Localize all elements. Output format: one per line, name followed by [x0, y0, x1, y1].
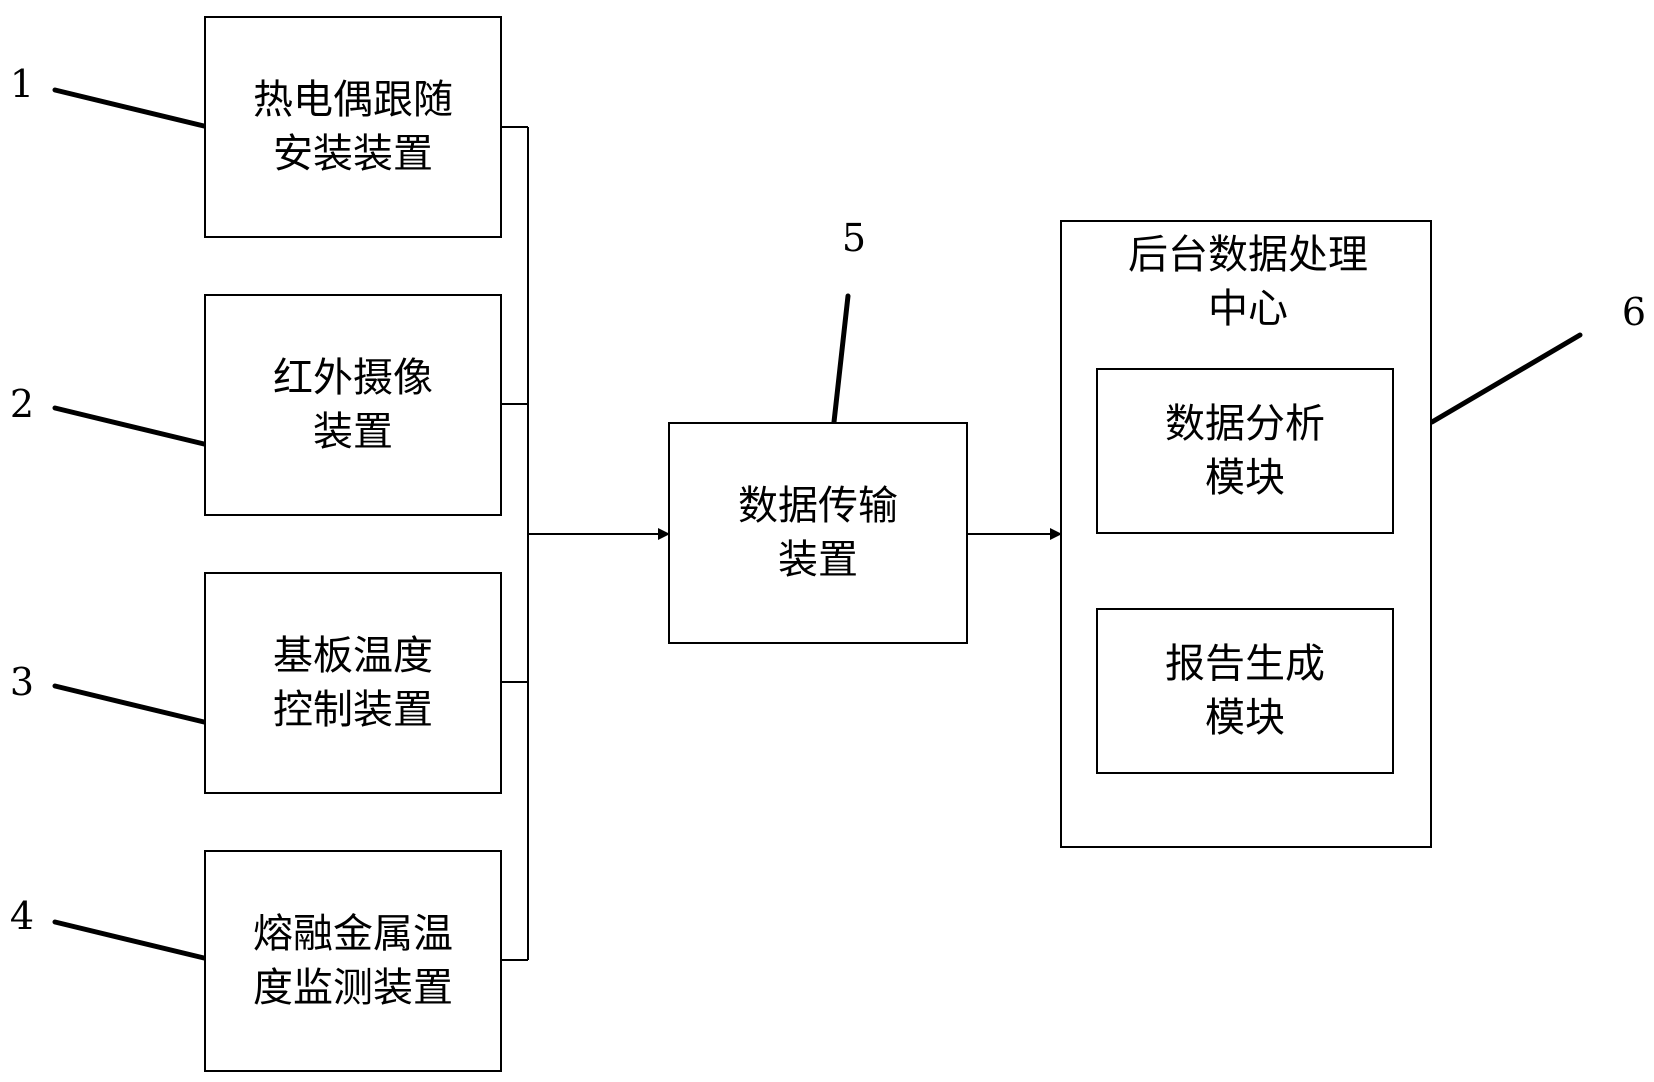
- callout-number-1: 1: [9, 62, 35, 106]
- callout-number-2: 2: [9, 382, 35, 426]
- module-label-data-analysis: 数据分析 模块: [1165, 401, 1325, 501]
- device-label-molten-metal-monitor: 熔融金属温 度监测装置: [253, 911, 453, 1011]
- module-label-report-generation: 报告生成 模块: [1165, 641, 1325, 741]
- device-label-infrared-camera: 红外摄像 装置: [273, 355, 433, 455]
- device-label-substrate-temperature: 基板温度 控制装置: [273, 633, 433, 733]
- module-box-data-analysis: 数据分析 模块: [1096, 368, 1394, 534]
- device-box-molten-metal-monitor: 熔融金属温 度监测装置: [204, 850, 502, 1072]
- leader-line-2: [52, 405, 207, 447]
- callout-number-3: 3: [9, 660, 35, 704]
- leader-line-5: [831, 293, 851, 425]
- processing-center-title: 后台数据处理 中心: [1128, 232, 1368, 332]
- callout-number-6: 6: [1621, 290, 1647, 334]
- device-box-substrate-temperature: 基板温度 控制装置: [204, 572, 502, 794]
- device-bus: [502, 126, 529, 961]
- device-box-infrared-camera: 红外摄像 装置: [204, 294, 502, 516]
- leader-line-6: [1429, 332, 1583, 425]
- callout-leaders: [52, 87, 1583, 961]
- transmission-box: 数据传输 装置: [668, 422, 968, 644]
- callout-number-4: 4: [9, 894, 35, 938]
- module-box-report-generation: 报告生成 模块: [1096, 608, 1394, 774]
- callout-number-5: 5: [841, 216, 867, 260]
- leader-line-3: [52, 683, 207, 725]
- transmission-label: 数据传输 装置: [738, 483, 898, 583]
- device-box-thermocouple: 热电偶跟随 安装装置: [204, 16, 502, 238]
- leader-line-1: [52, 87, 207, 129]
- device-label-thermocouple: 热电偶跟随 安装装置: [253, 77, 453, 177]
- leader-line-4: [52, 919, 207, 961]
